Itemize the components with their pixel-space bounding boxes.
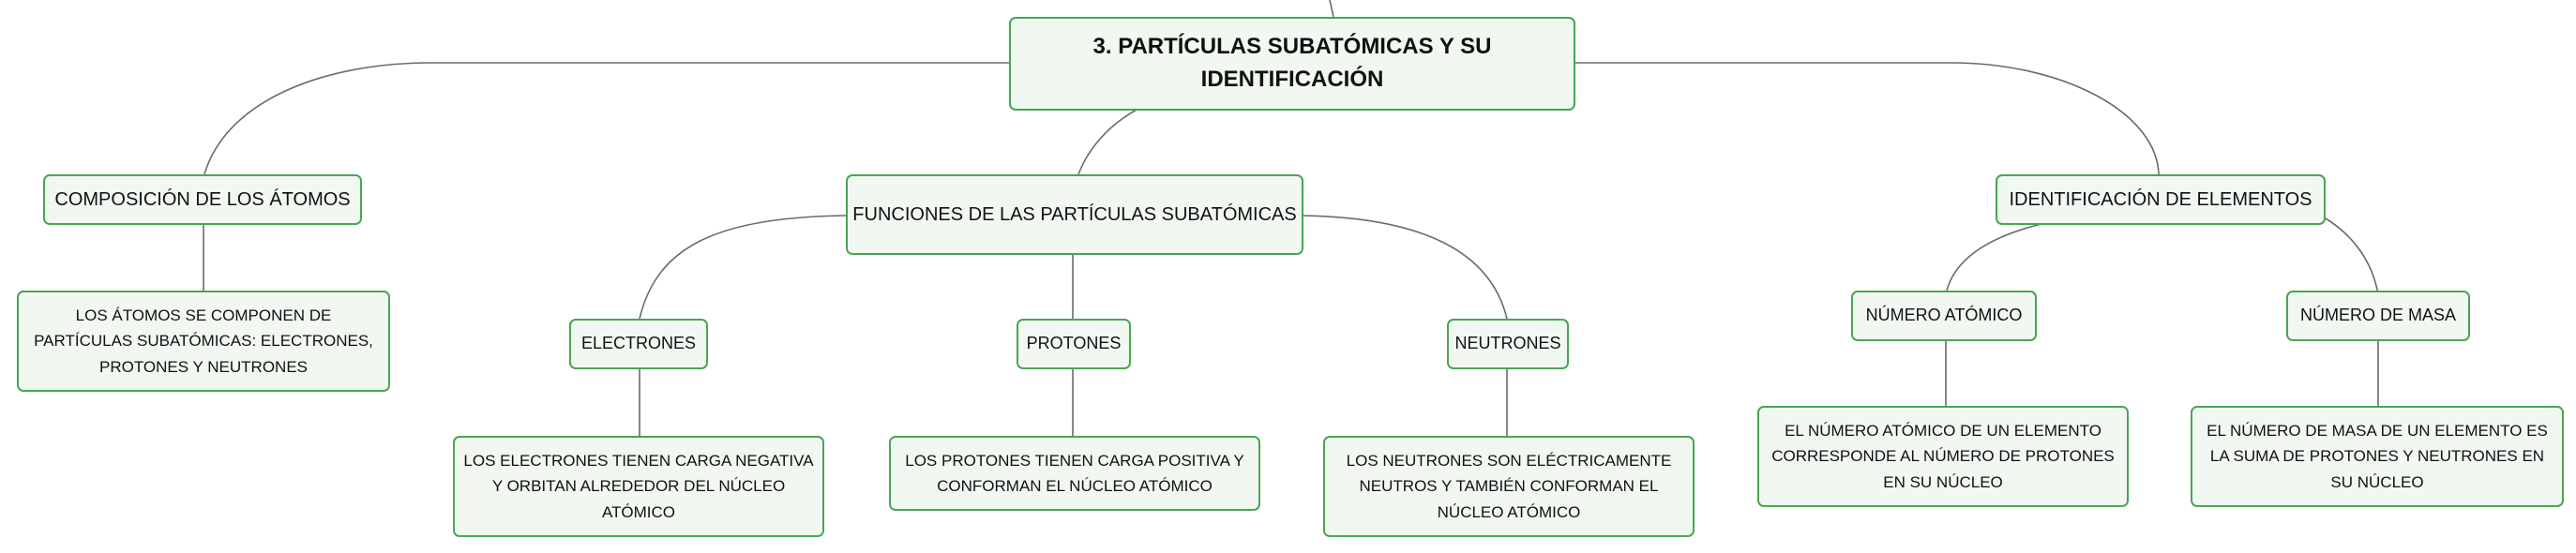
topic-electrones[interactable]: ELECTRONES — [569, 319, 708, 369]
topic-electrones-label: ELECTRONES — [580, 334, 697, 353]
topic-numero-masa[interactable]: NÚMERO DE MASA — [2286, 291, 2470, 341]
topic-numero-atomico[interactable]: NÚMERO ATÓMICO — [1851, 291, 2037, 341]
topic-protones-label: PROTONES — [1026, 334, 1122, 353]
topic-numero-masa-label: NÚMERO DE MASA — [2299, 306, 2457, 325]
detail-composicion-text: LOS ÁTOMOS SE COMPONEN DE PARTÍCULAS SUB… — [34, 306, 373, 376]
topic-funciones-label: FUNCIONES DE LAS PARTÍCULAS SUBATÓMICAS — [852, 204, 1297, 225]
topic-composicion-label: COMPOSICIÓN DE LOS ÁTOMOS — [54, 189, 351, 210]
topic-composicion[interactable]: COMPOSICIÓN DE LOS ÁTOMOS — [43, 174, 362, 225]
detail-numero-atomico[interactable]: EL NÚMERO ATÓMICO DE UN ELEMENTO CORRESP… — [1757, 406, 2129, 507]
topic-identificacion-label: IDENTIFICACIÓN DE ELEMENTOS — [2009, 189, 2312, 210]
connector-funciones-electrones — [639, 215, 847, 320]
detail-protones-text: LOS PROTONES TIENEN CARGA POSITIVA Y CON… — [905, 451, 1244, 495]
connector-identificacion-atomico — [1945, 220, 2055, 295]
detail-numero-masa-text: EL NÚMERO DE MASA DE UN ELEMENTO ES LA S… — [2207, 422, 2548, 491]
connector-root-parent — [1329, 0, 1334, 18]
detail-numero-atomico-text: EL NÚMERO ATÓMICO DE UN ELEMENTO CORRESP… — [1771, 422, 2115, 491]
detail-neutrones[interactable]: LOS NEUTRONES SON ELÉCTRICAMENTE NEUTROS… — [1323, 436, 1695, 537]
detail-composicion[interactable]: LOS ÁTOMOS SE COMPONEN DE PARTÍCULAS SUB… — [17, 291, 390, 392]
topic-neutrones-label: NEUTRONES — [1454, 334, 1561, 353]
detail-electrones[interactable]: LOS ELECTRONES TIENEN CARGA NEGATIVA Y O… — [453, 436, 824, 537]
connector-root-identificacion — [1572, 62, 2160, 175]
topic-funciones[interactable]: FUNCIONES DE LAS PARTÍCULAS SUBATÓMICAS — [846, 174, 1303, 255]
connector-identificacion-masa — [2320, 215, 2379, 295]
topic-identificacion[interactable]: IDENTIFICACIÓN DE ELEMENTOS — [1996, 174, 2326, 225]
root-topic-label: 3. PARTÍCULAS SUBATÓMICAS Y SU IDENTIFIC… — [1092, 34, 1492, 92]
connector-root-funciones — [1077, 109, 1137, 175]
detail-electrones-text: LOS ELECTRONES TIENEN CARGA NEGATIVA Y O… — [463, 452, 814, 521]
connector-funciones-neutrones — [1301, 215, 1508, 320]
topic-protones[interactable]: PROTONES — [1017, 319, 1131, 369]
topic-numero-atomico-label: NÚMERO ATÓMICO — [1865, 306, 2023, 325]
detail-protones[interactable]: LOS PROTONES TIENEN CARGA POSITIVA Y CON… — [889, 436, 1260, 511]
connector-root-composicion — [203, 62, 1009, 175]
detail-neutrones-text: LOS NEUTRONES SON ELÉCTRICAMENTE NEUTROS… — [1346, 452, 1672, 521]
root-topic[interactable]: 3. PARTÍCULAS SUBATÓMICAS Y SU IDENTIFIC… — [1009, 17, 1575, 111]
detail-numero-masa[interactable]: EL NÚMERO DE MASA DE UN ELEMENTO ES LA S… — [2191, 406, 2564, 507]
topic-neutrones[interactable]: NEUTRONES — [1447, 319, 1569, 369]
